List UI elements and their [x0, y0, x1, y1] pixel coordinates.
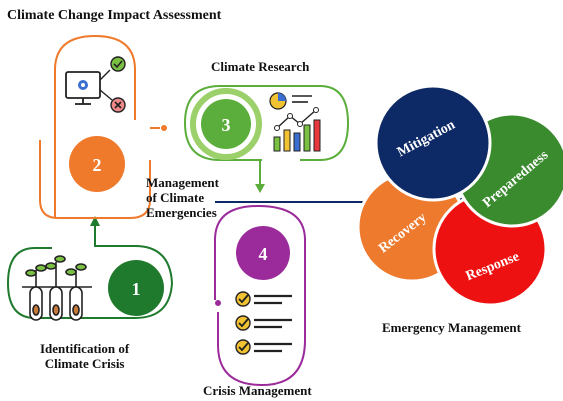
stage-4-frame — [214, 204, 306, 387]
stage-4-number: 4 — [259, 244, 268, 264]
stage-2-number: 2 — [93, 155, 102, 175]
stage-1-label-line-2: Climate Crisis — [44, 355, 125, 371]
stage-1-frame — [6, 216, 174, 319]
stage-3-circle — [201, 99, 251, 149]
center-label-line-3: Emergencies — [146, 204, 217, 220]
stage-1-label: Identification of Climate Crisis — [40, 341, 130, 372]
stage-2-circle — [69, 136, 125, 192]
stage-3-label: Climate Research — [211, 59, 310, 74]
stage-1-label-line-1: Identification of — [40, 341, 130, 356]
phase-mitigation-circle — [374, 84, 492, 202]
checklist-icon — [235, 291, 292, 355]
computer-check-cross-icon — [65, 56, 126, 113]
sprouting-plants-in-test-tubes-icon — [22, 255, 92, 321]
stage-4-label: Crisis Management — [203, 383, 312, 398]
cycle-title: Emergency Management — [382, 320, 521, 335]
stage-4-circle — [236, 226, 290, 280]
center-label-line-1: Management — [146, 175, 219, 190]
emergency-cycle: Mitigation Preparedness Response Recover… — [356, 84, 563, 307]
diagram-title: Climate Change Impact Assessment — [7, 8, 222, 23]
analytics-charts-icon — [269, 92, 321, 152]
stage-2-frame — [39, 34, 167, 219]
stage-3-number: 3 — [222, 115, 231, 135]
center-label-line-2: of Climate — [146, 189, 205, 205]
stage-1-circle — [108, 260, 164, 316]
stage-3-frame — [183, 85, 350, 193]
stage-1-number: 1 — [132, 279, 141, 299]
center-label: Management of Climate Emergencies — [146, 175, 219, 221]
